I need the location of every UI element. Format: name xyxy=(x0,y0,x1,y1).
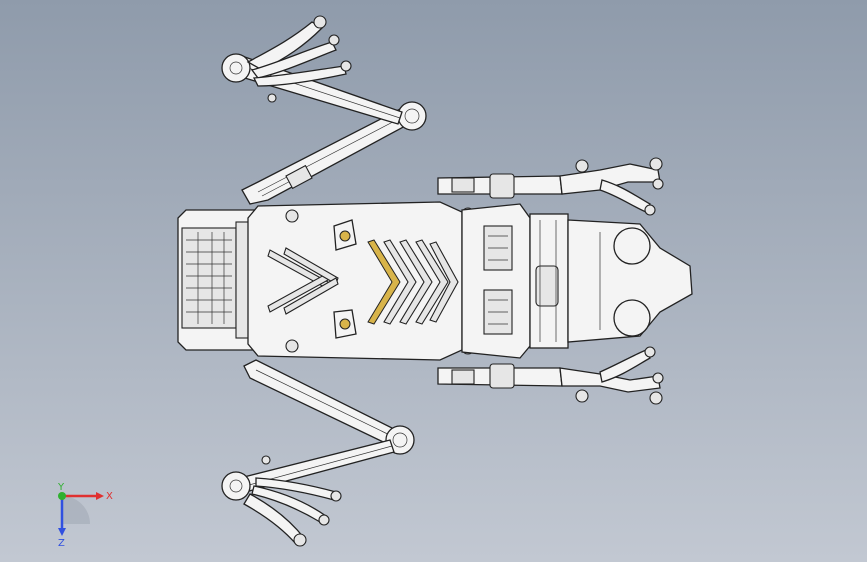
main-body-plate[interactable] xyxy=(247,201,475,361)
y-axis-label: Y xyxy=(57,482,65,493)
y-axis-dot xyxy=(58,492,66,500)
leg-front-left[interactable] xyxy=(221,15,427,205)
z-axis-label: Z xyxy=(58,538,65,549)
z-axis-arrowhead xyxy=(58,528,66,536)
x-axis-arrowhead xyxy=(96,492,104,500)
axis-triad[interactable]: X Y Z xyxy=(57,482,113,549)
sensor-lights xyxy=(333,219,357,339)
leg-rear-left[interactable] xyxy=(221,359,415,547)
x-axis-label: X xyxy=(106,491,113,502)
vent-chevrons-left xyxy=(267,247,339,315)
vent-chevrons-right xyxy=(367,239,459,325)
rear-battery-block[interactable] xyxy=(177,209,259,351)
head-module[interactable] xyxy=(567,219,693,343)
leg-rear-right[interactable] xyxy=(437,346,664,405)
leg-front-right[interactable] xyxy=(437,157,664,216)
front-hip-assembly[interactable] xyxy=(461,203,569,359)
